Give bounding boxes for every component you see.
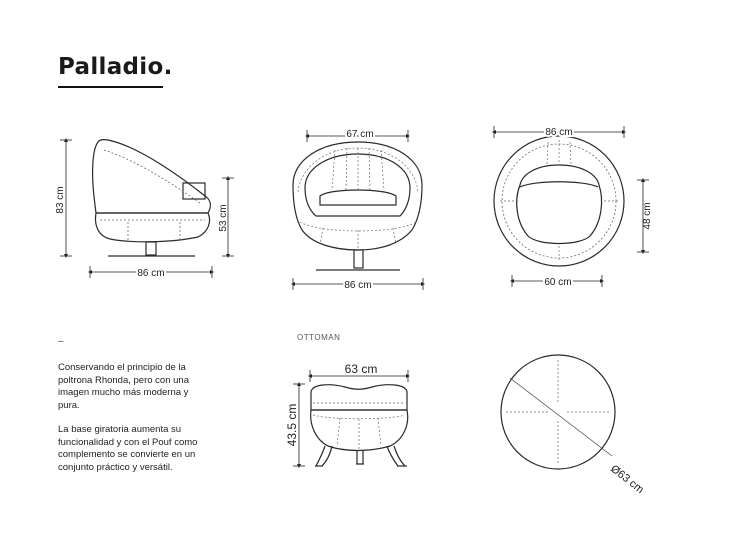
ottoman-top-view	[500, 354, 616, 470]
dim-front-width: 86 cm	[344, 280, 371, 291]
chair-side-view	[92, 139, 211, 257]
dim-top-inner-depth: 48 cm	[642, 202, 653, 229]
dim-ottoman-width: 63 cm	[345, 362, 378, 376]
chair-front-view	[292, 141, 423, 271]
description-paragraph-1: Conservando el principio de la poltrona …	[58, 362, 189, 411]
chair-top-view	[493, 135, 625, 267]
ottoman-label: OTTOMAN	[297, 333, 341, 342]
page-title: Palladio.	[58, 54, 173, 80]
dim-side-depth: 86 cm	[137, 268, 164, 279]
separator-dash: –	[58, 336, 64, 347]
dim-top-diameter: 86 cm	[545, 127, 572, 138]
dim-side-height: 83 cm	[55, 186, 66, 213]
dim-top-inner-width: 60 cm	[544, 277, 571, 288]
title-underline	[58, 86, 163, 88]
ottoman-front-view	[310, 384, 409, 467]
dim-ottoman-height: 43.5 cm	[285, 404, 299, 447]
description-paragraph-2: La base giratoria aumenta su funcionalid…	[58, 424, 198, 473]
dim-front-top-width: 67 cm	[346, 129, 373, 140]
dim-side-seat-height: 53 cm	[218, 204, 229, 231]
dim-ottoman-diameter: Ø63 cm	[608, 463, 646, 496]
